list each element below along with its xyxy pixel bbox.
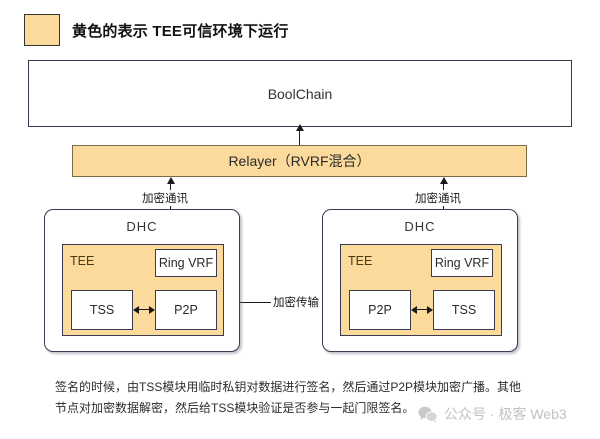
p2p-box-right: P2P bbox=[349, 290, 411, 330]
left-uplink-arrow bbox=[166, 177, 175, 184]
legend-label: 黄色的表示 TEE可信环境下运行 bbox=[72, 22, 289, 40]
ring-vrf-box-right: Ring VRF bbox=[431, 249, 493, 277]
dhc-title-left: DHC bbox=[126, 219, 158, 234]
yellow-legend-swatch bbox=[24, 14, 60, 46]
caption-line-2: 节点对加密数据解密，然后给TSS模块验证是否参与一起门限签名。 bbox=[55, 401, 415, 415]
left-uplink-label: 加密通讯 bbox=[140, 190, 190, 206]
tee-region-right: TEE Ring VRF P2P TSS bbox=[340, 244, 502, 336]
legend: 黄色的表示 TEE可信环境下运行 bbox=[24, 14, 289, 46]
right-uplink-arrow bbox=[439, 177, 448, 184]
tss-p2p-link-left bbox=[135, 309, 153, 311]
tss-p2p-arrow-left-head bbox=[133, 305, 139, 314]
tss-box-left: TSS bbox=[71, 290, 133, 330]
p2p-tss-arrow-right-head bbox=[427, 305, 433, 314]
watermark: 公众号 · 极客 Web3 bbox=[418, 404, 567, 424]
tss-box-right: TSS bbox=[433, 290, 495, 330]
right-uplink-label: 加密通讯 bbox=[413, 190, 463, 206]
p2p-box-left: P2P bbox=[155, 290, 217, 330]
relayer-to-boolchain-arrow bbox=[295, 124, 304, 131]
watermark-text: 公众号 · 极客 Web3 bbox=[444, 406, 567, 422]
relayer-label: Relayer（RVRF混合） bbox=[228, 153, 371, 169]
p2p-tss-arrow-left-head bbox=[411, 305, 417, 314]
caption: 签名的时候，由TSS模块用临时私钥对数据进行签名，然后通过P2P模块加密广播。其… bbox=[55, 377, 555, 419]
dhc-title-right: DHC bbox=[404, 219, 436, 234]
boolchain-label: BoolChain bbox=[267, 85, 333, 102]
tee-region-left: TEE Ring VRF TSS P2P bbox=[62, 244, 224, 336]
tee-label-left: TEE bbox=[70, 254, 95, 268]
caption-line-1: 签名的时候，由TSS模块用临时私钥对数据进行签名，然后通过P2P模块加密广播。其… bbox=[55, 380, 522, 394]
relayer-box: Relayer（RVRF混合） bbox=[72, 145, 527, 177]
boolchain-box: BoolChain bbox=[28, 60, 572, 127]
p2p-tss-link-right bbox=[413, 309, 431, 311]
peer-link-label: 加密传输 bbox=[271, 294, 321, 310]
dhc-node-left: DHC TEE Ring VRF TSS P2P bbox=[44, 209, 240, 352]
tss-p2p-arrow-right-head bbox=[149, 305, 155, 314]
dhc-node-right: DHC TEE Ring VRF P2P TSS bbox=[322, 209, 518, 352]
ring-vrf-box-left: Ring VRF bbox=[155, 249, 217, 277]
tee-label-right: TEE bbox=[348, 254, 373, 268]
wechat-icon bbox=[418, 406, 438, 423]
relayer-to-boolchain-line bbox=[299, 130, 301, 145]
